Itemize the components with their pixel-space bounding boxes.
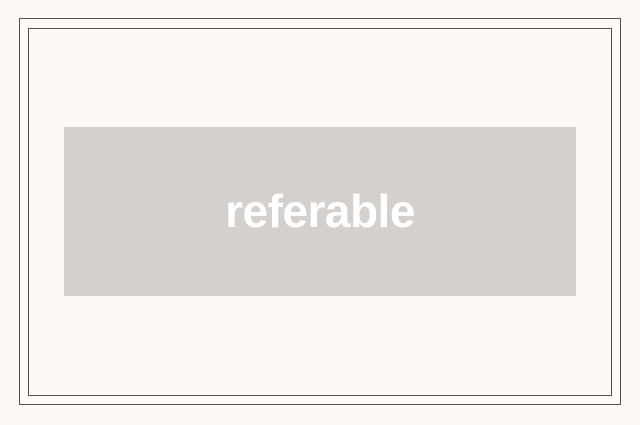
placeholder-label: referable xyxy=(225,184,415,237)
inner-frame-border xyxy=(28,28,612,396)
outer-frame-border xyxy=(19,18,621,405)
placeholder-image-panel: referable xyxy=(64,127,576,296)
